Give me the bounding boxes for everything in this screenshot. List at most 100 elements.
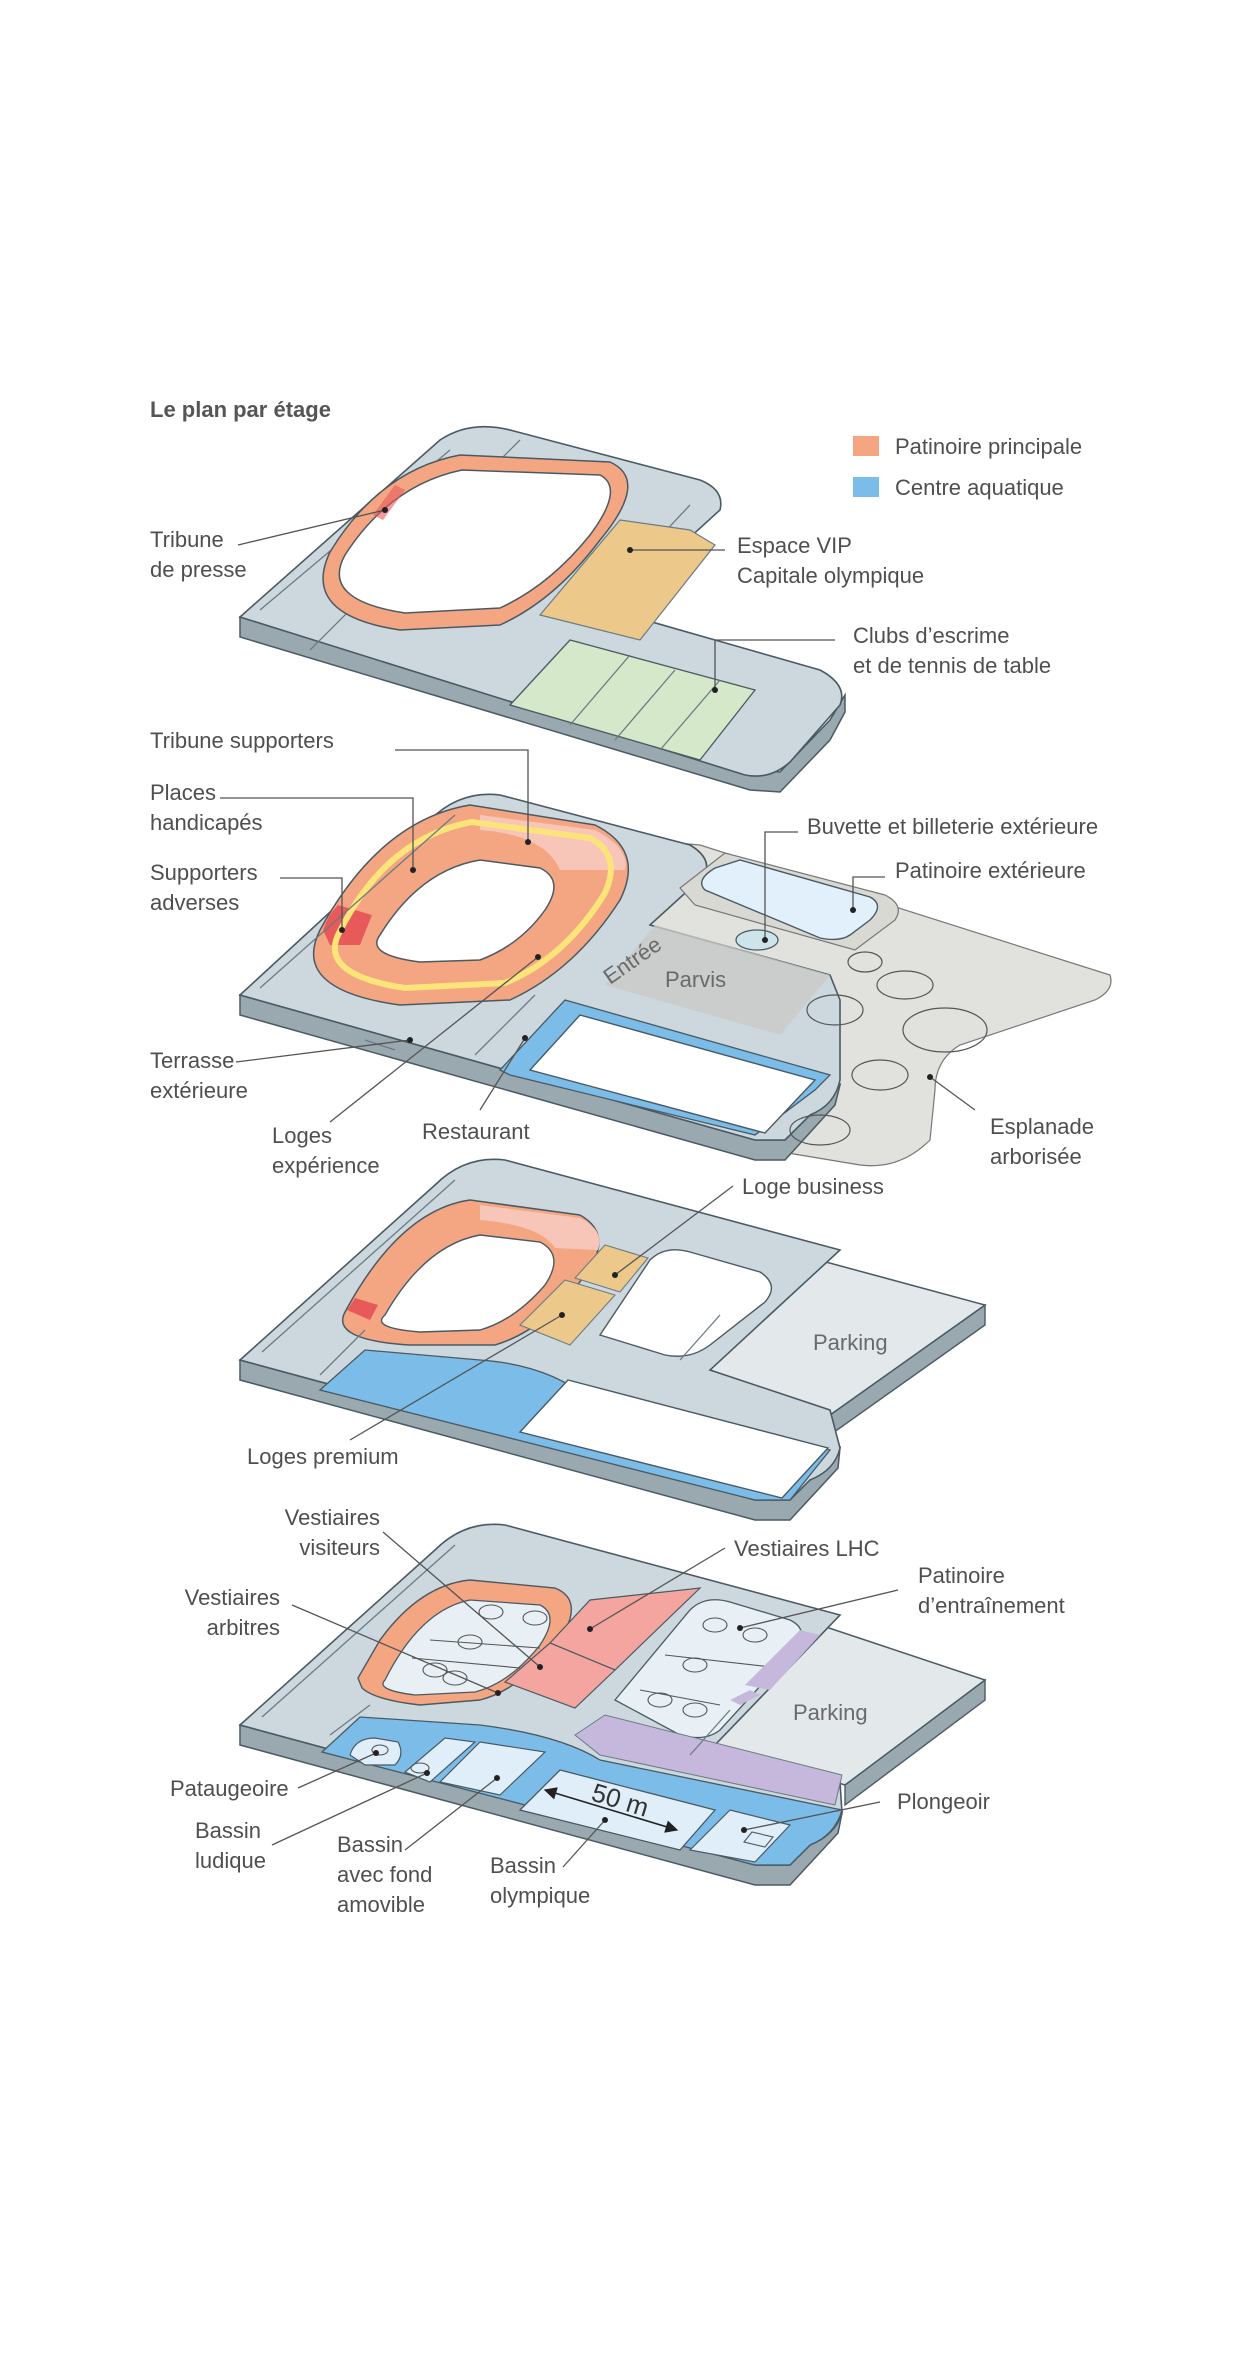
floor-1-clubs <box>508 639 757 761</box>
label-line: Buvette et billeterie extérieure <box>807 814 1098 839</box>
legend-swatch-aquatique <box>853 477 879 497</box>
label-line: Vestiaires LHC <box>734 1536 880 1561</box>
label-loges-premium: Loges premium <box>247 1444 399 1469</box>
floor-4-rink-faceoffs <box>411 1604 548 1686</box>
label-loge-business: Loge business <box>742 1174 884 1199</box>
floor-4: Parking <box>238 1523 987 1886</box>
floor-3-parking-text: Parking <box>813 1330 888 1355</box>
label-restaurant: Restaurant <box>422 1119 530 1144</box>
legend-label-aquatique: Centre aquatique <box>895 475 1064 500</box>
floor-3-rink-inner <box>380 1234 555 1333</box>
floor-3-walkways <box>261 1179 721 1376</box>
label-line: et de tennis de table <box>853 653 1051 678</box>
label-line: Loges <box>272 1123 332 1148</box>
label-vestiaires-visiteurs: Vestiaires visiteurs <box>285 1505 380 1560</box>
label-line: Esplanade <box>990 1114 1094 1139</box>
floor-2-aquatic-void <box>528 1014 817 1134</box>
label-line: Bassin <box>195 1818 261 1843</box>
label-line: Loges premium <box>247 1444 399 1469</box>
label-bassin-ludique: Bassin ludique <box>195 1818 266 1873</box>
legend: Patinoire principale Centre aquatique <box>853 434 1082 500</box>
floor-4-bassin-ludique <box>403 1737 477 1783</box>
floor-3-aquatic-void <box>518 1379 830 1499</box>
label-vestiaires-arbitres: Vestiaires arbitres <box>185 1585 280 1640</box>
leaders <box>220 507 976 1868</box>
label-line: Tribune supporters <box>150 728 334 753</box>
floor-4-violet-strip <box>574 1714 843 1806</box>
label-vestiaires-lhc: Vestiaires LHC <box>734 1536 880 1561</box>
label-line: amovible <box>337 1892 425 1917</box>
floor-2-rink-inner <box>376 859 555 963</box>
label-line: Supporters <box>150 860 258 885</box>
floor-3-rink-red <box>347 1298 378 1320</box>
label-line: extérieure <box>150 1078 248 1103</box>
floor-3-loge-business <box>574 1244 649 1293</box>
label-line: Terrasse <box>150 1048 234 1073</box>
label-supporters-adverses: Supporters adverses <box>150 860 258 915</box>
label-loges-experience: Loges expérience <box>272 1123 380 1178</box>
label-line: ludique <box>195 1848 266 1873</box>
floor-4-violet-zone <box>730 1630 820 1705</box>
floor-2-yellow-line <box>331 818 614 992</box>
floor-4-walkways <box>261 1544 731 1756</box>
floor-4-parking-text: Parking <box>793 1700 868 1725</box>
label-line: Patinoire extérieure <box>895 858 1086 883</box>
label-esplanade: Esplanade arborisée <box>990 1114 1094 1169</box>
label-pataugeoire: Pataugeoire <box>170 1776 289 1801</box>
label-line: Bassin <box>490 1853 556 1878</box>
label-line: arborisée <box>990 1144 1082 1169</box>
label-tribune-presse: Tribune de presse <box>150 527 247 582</box>
floor-4-rink-inner <box>382 1599 551 1696</box>
floor-3: Parking <box>238 1158 987 1521</box>
floor-4-pataugeoire-ring <box>371 1744 389 1756</box>
label-line: adverses <box>150 890 239 915</box>
floor-2-patinoire-exterieure <box>701 859 879 941</box>
legend-label-patinoire: Patinoire principale <box>895 434 1082 459</box>
label-line: Capitale olympique <box>737 563 924 588</box>
label-line: Pataugeoire <box>170 1776 289 1801</box>
label-espace-vip: Espace VIP Capitale olympique <box>737 533 924 588</box>
legend-swatch-patinoire <box>853 436 879 456</box>
label-line: Vestiaires <box>285 1505 380 1530</box>
label-line: Plongeoir <box>897 1789 990 1814</box>
label-line: Vestiaires <box>185 1585 280 1610</box>
floor-3-rink-pink <box>480 1205 600 1250</box>
label-buvette: Buvette et billeterie extérieure <box>807 814 1098 839</box>
floor-1-clubs-dividers <box>569 654 721 751</box>
floor-4-plongeoir-board <box>743 1831 774 1848</box>
label-line: avec fond <box>337 1862 432 1887</box>
floor-2-parvis-text: Parvis <box>665 967 726 992</box>
label-line: Loge business <box>742 1174 884 1199</box>
label-line: Espace VIP <box>737 533 852 558</box>
floor-4-bassin-ludique-ring <box>410 1762 430 1774</box>
floor-4-training-faceoffs <box>639 1617 781 1718</box>
label-line: olympique <box>490 1883 590 1908</box>
label-line: visiteurs <box>299 1535 380 1560</box>
floor-3-loges-premium <box>519 1279 616 1346</box>
label-patinoire-exterieure: Patinoire extérieure <box>895 858 1086 883</box>
label-bassin-olympique: Bassin olympique <box>490 1853 590 1908</box>
label-line: d’entraînement <box>918 1593 1065 1618</box>
label-line: arbitres <box>207 1615 280 1640</box>
floor-2-walkways <box>259 814 536 1056</box>
label-line: expérience <box>272 1153 380 1178</box>
floor-2-parvis-zone <box>605 925 830 1035</box>
label-tribune-supporters: Tribune supporters <box>150 728 334 753</box>
label-line: de presse <box>150 557 247 582</box>
label-line: Tribune <box>150 527 224 552</box>
diagram-title: Le plan par étage <box>150 397 331 422</box>
label-line: Bassin <box>337 1832 403 1857</box>
label-bassin-fond: Bassin avec fond amovible <box>337 1832 432 1917</box>
label-line: Places <box>150 780 216 805</box>
floor-2: Entrée Parvis <box>238 793 1112 1167</box>
floor-3-void-2 <box>598 1249 773 1357</box>
floor-4-vestiaires-visiteurs <box>503 1642 617 1709</box>
label-line: Clubs d’escrime <box>853 623 1010 648</box>
label-plongeoir: Plongeoir <box>897 1789 990 1814</box>
label-clubs: Clubs d’escrime et de tennis de table <box>853 623 1051 678</box>
floor-1-rink-inner <box>338 469 612 614</box>
labels: Tribune de presse Espace VIP Capitale olym… <box>150 527 1098 1917</box>
